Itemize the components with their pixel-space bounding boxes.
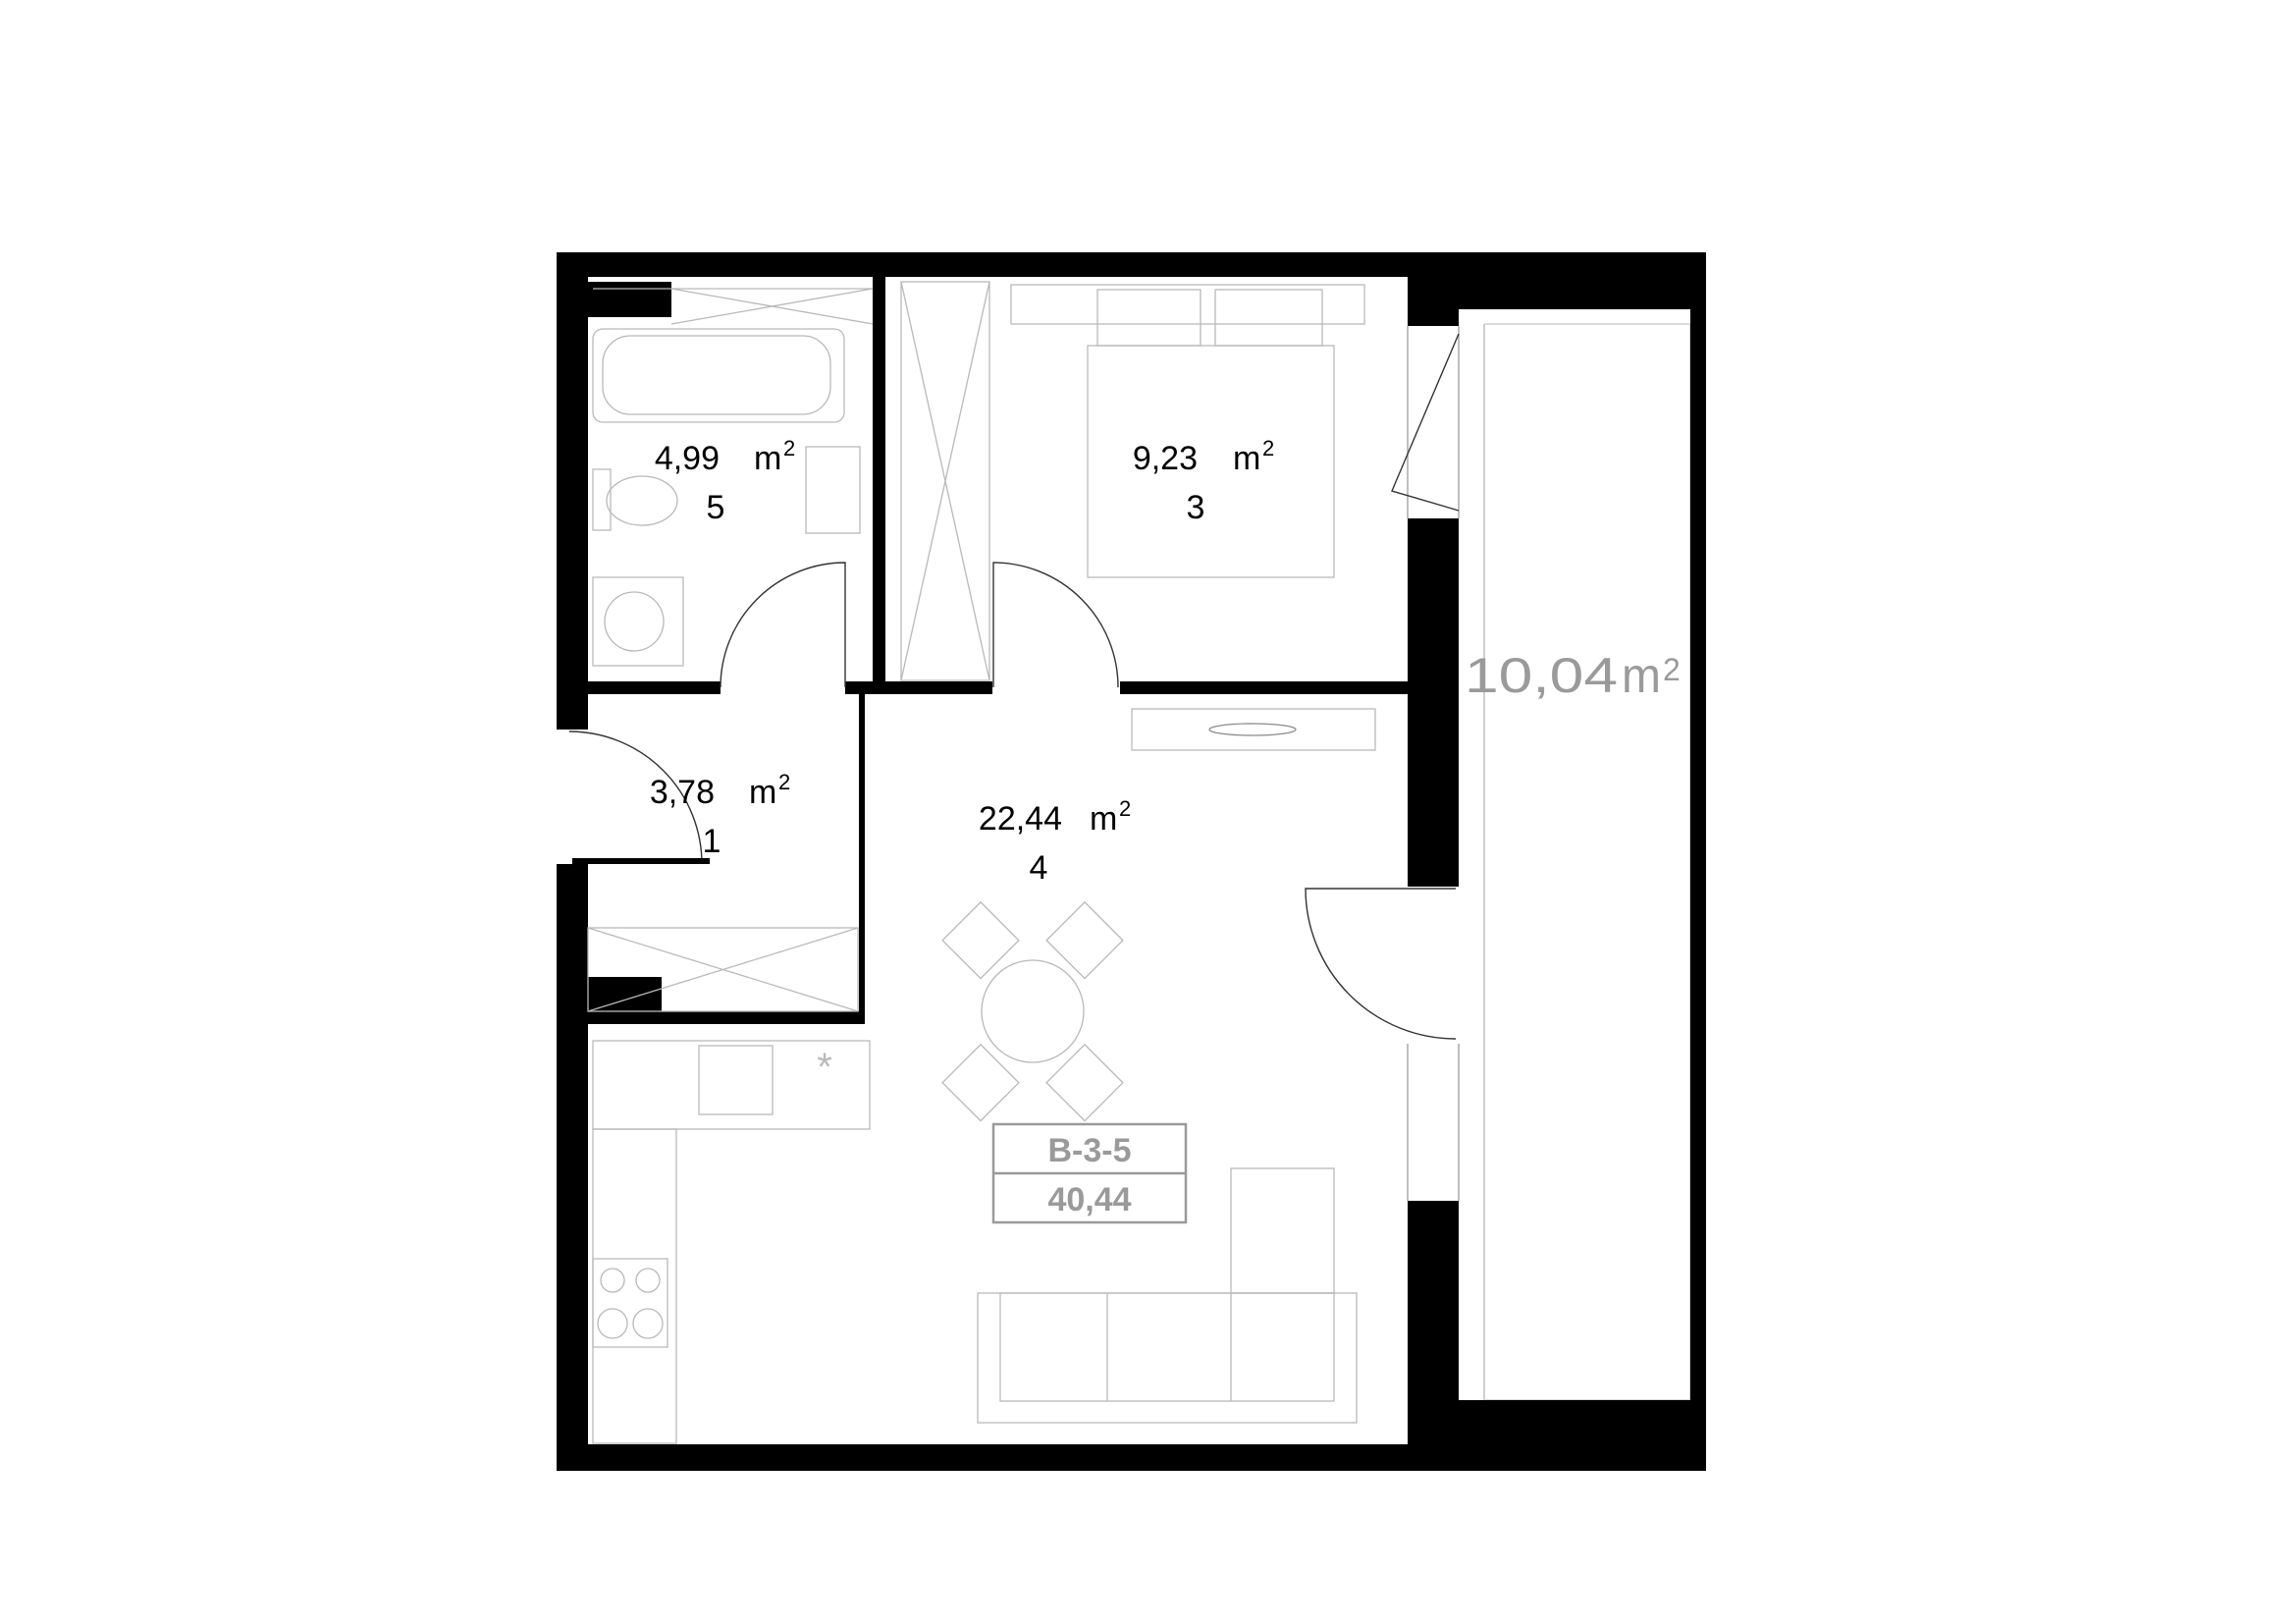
bed [1087,345,1335,578]
chair [1045,1043,1124,1122]
balcony-frame-right [1690,252,1706,1471]
facade-wall-mid [1408,518,1459,887]
wall-left-lower [557,864,588,1471]
toilet [606,475,678,526]
dining-table [981,959,1085,1063]
unit-label: B-3-5 40,44 [991,1122,1188,1224]
svg-text:4: 4 [1030,849,1048,887]
wall-top [557,252,1408,277]
washbasin [805,446,861,534]
entrance-door [568,730,703,865]
svg-text:1: 1 [703,823,721,860]
partition-closet-right [859,694,865,1024]
unit-total-area: 40,44 [1047,1181,1131,1218]
kitchen-sink [698,1045,774,1115]
partition-closet-bottom [588,1011,865,1024]
svg-text:3,78: 3,78 [650,774,715,811]
svg-text:2: 2 [1663,652,1681,687]
svg-text:4,99: 4,99 [655,440,720,477]
bathtub [592,328,845,423]
kitchen-counter [592,1040,871,1130]
wall-left-upper [557,252,588,730]
partition-bedroom-bottom [1120,681,1408,694]
svg-text:2: 2 [1262,436,1274,460]
walls [557,252,1706,1471]
room-label-hall: 3,78 m 2 1 [650,770,790,860]
unit-code: B-3-5 [1047,1132,1131,1169]
room-label-bedroom: 9,23 m 2 3 [1133,436,1274,526]
svg-text:22,44: 22,44 [979,800,1062,838]
partition-bath-bedroom [873,277,885,687]
svg-text:m: m [1233,440,1260,477]
partition-bath-bottom-right [845,681,992,694]
bath-north-niche [588,282,671,317]
wardrobe [900,281,990,681]
balcony-door [1305,888,1457,1040]
svg-text:m: m [1622,648,1661,703]
facade-wall-bottom [1408,1201,1459,1471]
svg-text:m: m [754,440,781,477]
chair [1045,900,1124,980]
cooktop [592,1258,668,1348]
svg-text:2: 2 [1119,796,1131,821]
room-label-living: 22,44 m 2 4 [979,796,1131,887]
chair [941,900,1020,980]
chair [941,1043,1020,1122]
doors [568,326,1460,1201]
furniture: * [587,281,1376,1444]
bedroom-door [992,562,1119,688]
svg-text:2: 2 [778,770,790,794]
tv-unit [1131,708,1376,751]
svg-text:10,04: 10,04 [1465,648,1618,703]
balcony [1483,323,1691,1401]
wall-bottom [557,1444,1408,1471]
washing-machine [592,576,684,667]
svg-text:3: 3 [1187,489,1205,526]
room-label-bathroom: 4,99 m 2 5 [655,436,795,526]
svg-text:9,23: 9,23 [1133,440,1198,477]
sofa [977,1292,1358,1424]
svg-text:2: 2 [783,436,795,460]
partition-bath-bottom-left [588,681,721,694]
facade-wall-top [1408,252,1459,326]
svg-text:m: m [749,774,776,811]
bathroom-door [720,562,846,688]
entrance-door-leaf [572,858,710,864]
balcony-label: 10,04 m 2 [1465,648,1681,703]
svg-text:m: m [1090,800,1117,838]
svg-text:5: 5 [707,489,725,526]
hall-closet [587,927,859,1012]
hall-niche [588,977,662,1011]
svg-text:*: * [817,1046,832,1089]
